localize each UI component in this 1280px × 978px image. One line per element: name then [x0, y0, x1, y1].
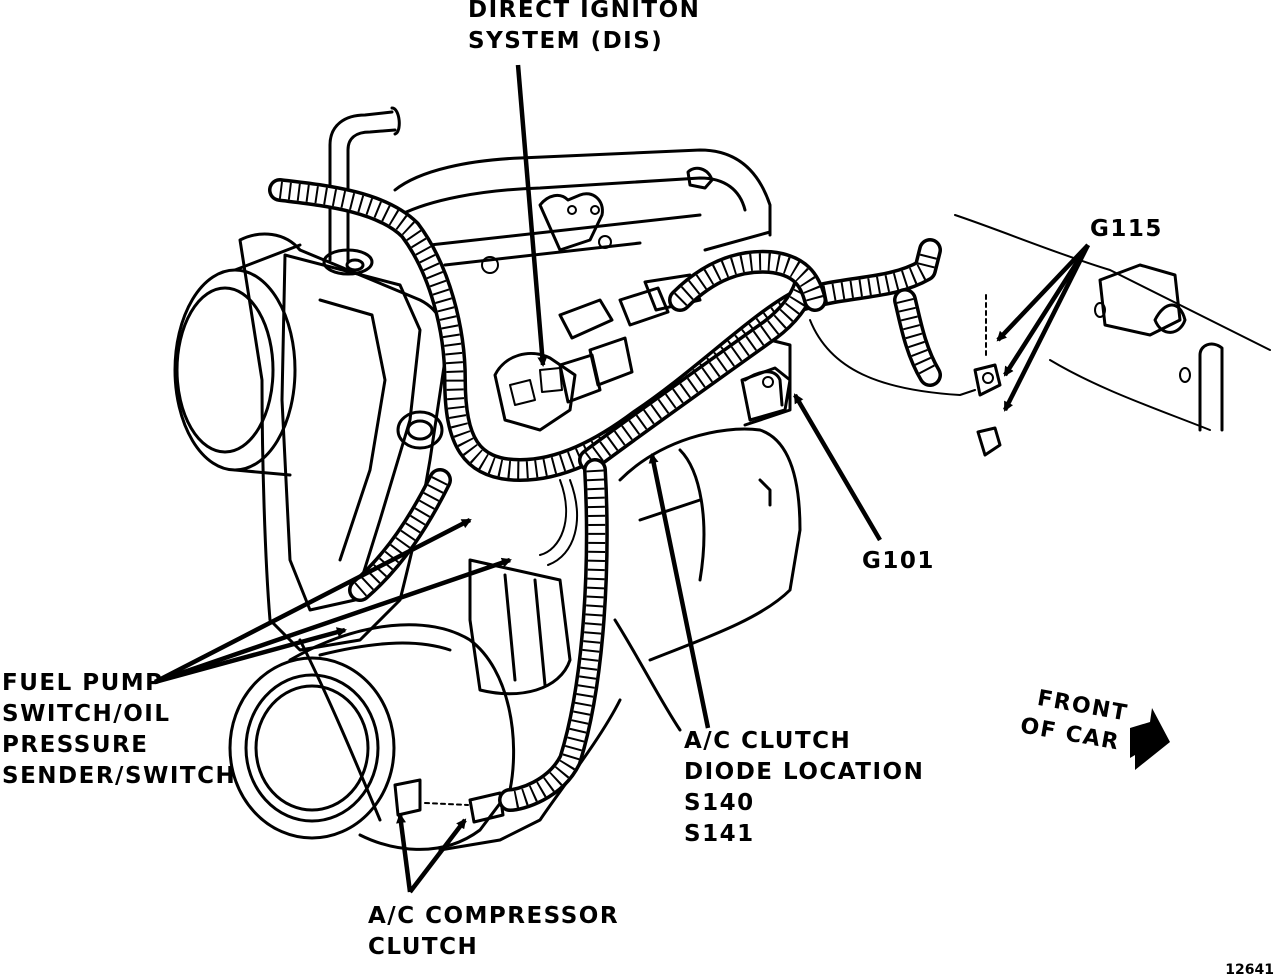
figure-number: 12641 [1225, 962, 1274, 978]
fuel-pump-arrow-1 [153, 517, 472, 685]
ac-compressor-label-line-1: A/C COMPRESSOR [368, 903, 620, 929]
dipstick-tube [328, 106, 401, 264]
g115-arrow-1 [996, 243, 1090, 342]
fuel-pump-label-line-1: FUEL PUMP [2, 670, 164, 696]
oil-filter [468, 558, 572, 696]
fuel-pump-label-line-2: SWITCH/OIL [2, 701, 171, 727]
ac-compressor-label-line-2: CLUTCH [368, 934, 479, 960]
dis-label-line-2: SYSTEM (DIS) [468, 28, 664, 54]
fuel-pump-label-line-3: PRESSURE [2, 732, 149, 758]
front-of-car-arrow [1130, 708, 1170, 770]
dis-arrow [515, 64, 548, 367]
dis-label: DIRECT IGNITON SYSTEM (DIS) [468, 0, 700, 57]
ac-diode-arrow [648, 453, 711, 729]
fuel-pump-arrow-3 [154, 627, 347, 685]
g115-label: G115 [1090, 216, 1163, 242]
ground-wires [539, 319, 976, 566]
ac-compressor [228, 623, 516, 851]
callout-arrows [153, 64, 1091, 894]
g101-bracket [740, 366, 792, 422]
g115-arrow-2 [1003, 243, 1090, 377]
fuel-pump-arrow-2 [154, 557, 512, 685]
ac-diode-label-line-4: S141 [684, 821, 755, 847]
ac-diode-label: A/C CLUTCH DIODE LOCATION S140 S141 [684, 726, 924, 850]
ac-diode-label-line-2: DIODE LOCATION [684, 759, 925, 785]
alternator-bracket [173, 232, 448, 822]
ac-diode-label-line-3: S140 [684, 790, 755, 816]
dis-label-line-1: DIRECT IGNITON [468, 0, 701, 23]
ac-compressor-arrow-1 [396, 813, 413, 893]
g115-arrow-3 [1002, 243, 1091, 412]
body-panel [954, 214, 1271, 457]
dis-module [493, 352, 577, 432]
ac-compressor-label: A/C COMPRESSOR CLUTCH [368, 901, 619, 963]
fuel-pump-label: FUEL PUMP SWITCH/OIL PRESSURE SENDER/SWI… [2, 668, 236, 792]
ac-diode-label-line-1: A/C CLUTCH [684, 728, 852, 754]
g101-arrow [793, 393, 882, 542]
fuel-pump-label-line-4: SENDER/SWITCH [2, 763, 237, 789]
wiring-harness [268, 178, 942, 812]
ac-compressor-arrow-2 [408, 818, 467, 894]
g101-label: G101 [862, 548, 935, 574]
